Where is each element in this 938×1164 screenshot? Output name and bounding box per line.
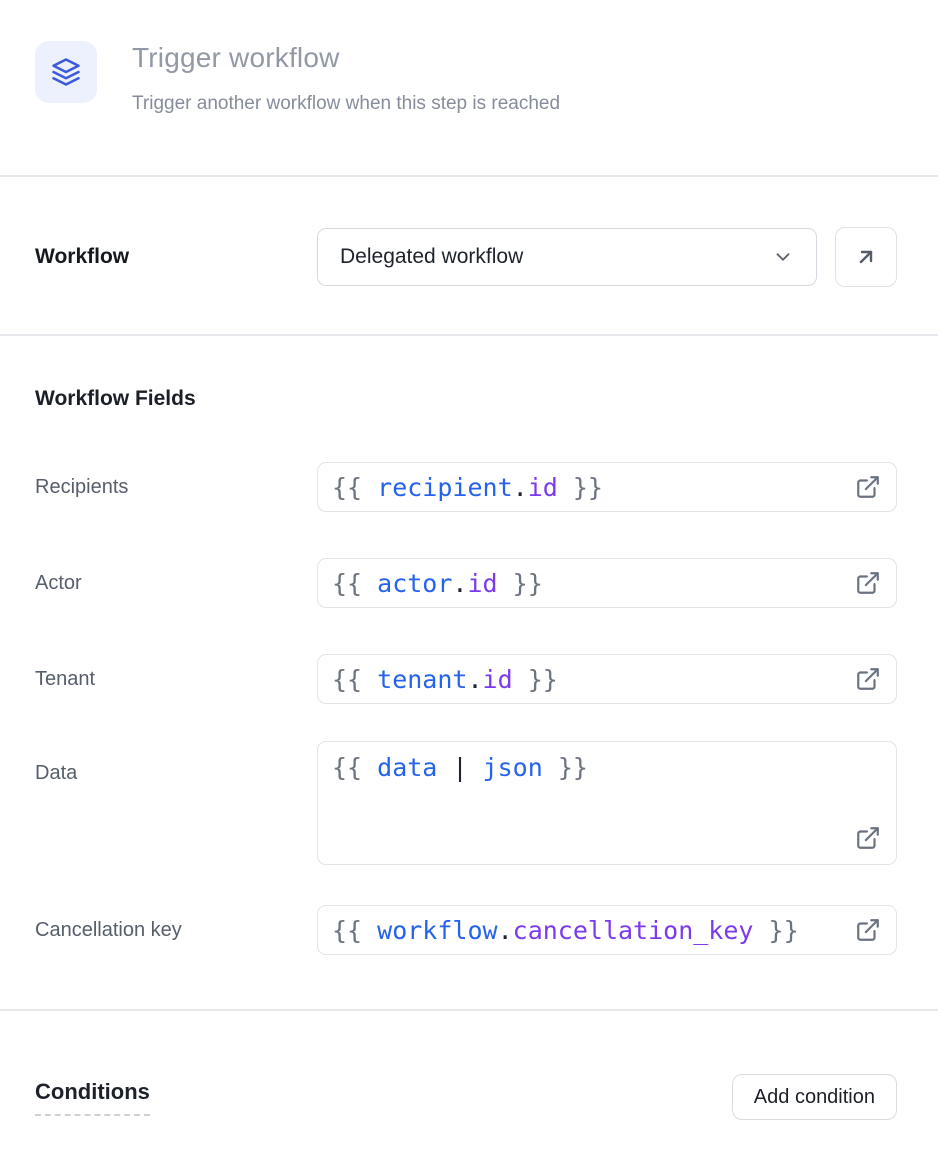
recipients-field-row: Recipients {{ recipient.id }} [35, 462, 897, 512]
tenant-value[interactable]: {{ tenant.id }} [332, 664, 558, 694]
workflow-select-section: Workflow Delegated workflow [0, 177, 938, 336]
workflow-select-value: Delegated workflow [340, 245, 524, 268]
actor-field-row: Actor {{ actor.id }} [35, 558, 897, 608]
workflow-fields-heading: Workflow Fields [35, 387, 196, 410]
external-link-icon[interactable] [855, 825, 881, 851]
layers-icon [51, 57, 81, 87]
external-link-icon[interactable] [855, 666, 881, 692]
tenant-label: Tenant [35, 667, 96, 690]
tenant-field-row: Tenant {{ tenant.id }} [35, 654, 897, 704]
data-field-row: Data {{ data | json }} [35, 741, 897, 865]
data-label: Data [35, 762, 78, 784]
add-condition-button[interactable]: Add condition [731, 1074, 897, 1120]
arrow-up-right-icon [854, 245, 878, 269]
data-input[interactable]: {{ data | json }} [317, 741, 897, 865]
page-subtitle: Trigger another workflow when this step … [132, 93, 561, 114]
cancellation-key-field-row: Cancellation key {{ workflow.cancellatio… [35, 905, 897, 955]
open-workflow-button[interactable] [835, 227, 897, 287]
actor-value[interactable]: {{ actor.id }} [332, 568, 543, 598]
cancellation-key-label: Cancellation key [35, 918, 182, 941]
recipients-input[interactable]: {{ recipient.id }} [317, 462, 897, 512]
workflow-label: Workflow [35, 245, 130, 268]
data-value[interactable]: {{ data | json }} [332, 753, 588, 782]
chevron-down-icon [772, 246, 794, 268]
step-header: Trigger workflow Trigger another workflo… [0, 0, 938, 177]
cancellation-key-value[interactable]: {{ workflow.cancellation_key }} [332, 915, 799, 945]
workflow-fields-section: Workflow Fields Recipients {{ recipient.… [0, 336, 938, 1011]
workflow-select[interactable]: Delegated workflow [317, 228, 817, 286]
recipients-label: Recipients [35, 475, 129, 498]
actor-input[interactable]: {{ actor.id }} [317, 558, 897, 608]
actor-label: Actor [35, 571, 82, 594]
conditions-heading: Conditions [35, 1079, 150, 1116]
page-title[interactable]: Trigger workflow [132, 42, 340, 73]
tenant-input[interactable]: {{ tenant.id }} [317, 654, 897, 704]
trigger-workflow-icon-badge [35, 41, 97, 103]
external-link-icon[interactable] [855, 474, 881, 500]
external-link-icon[interactable] [855, 570, 881, 596]
external-link-icon[interactable] [855, 917, 881, 943]
recipients-value[interactable]: {{ recipient.id }} [332, 472, 603, 502]
cancellation-key-input[interactable]: {{ workflow.cancellation_key }} [317, 905, 897, 955]
conditions-section: Conditions Add condition [0, 1011, 938, 1120]
